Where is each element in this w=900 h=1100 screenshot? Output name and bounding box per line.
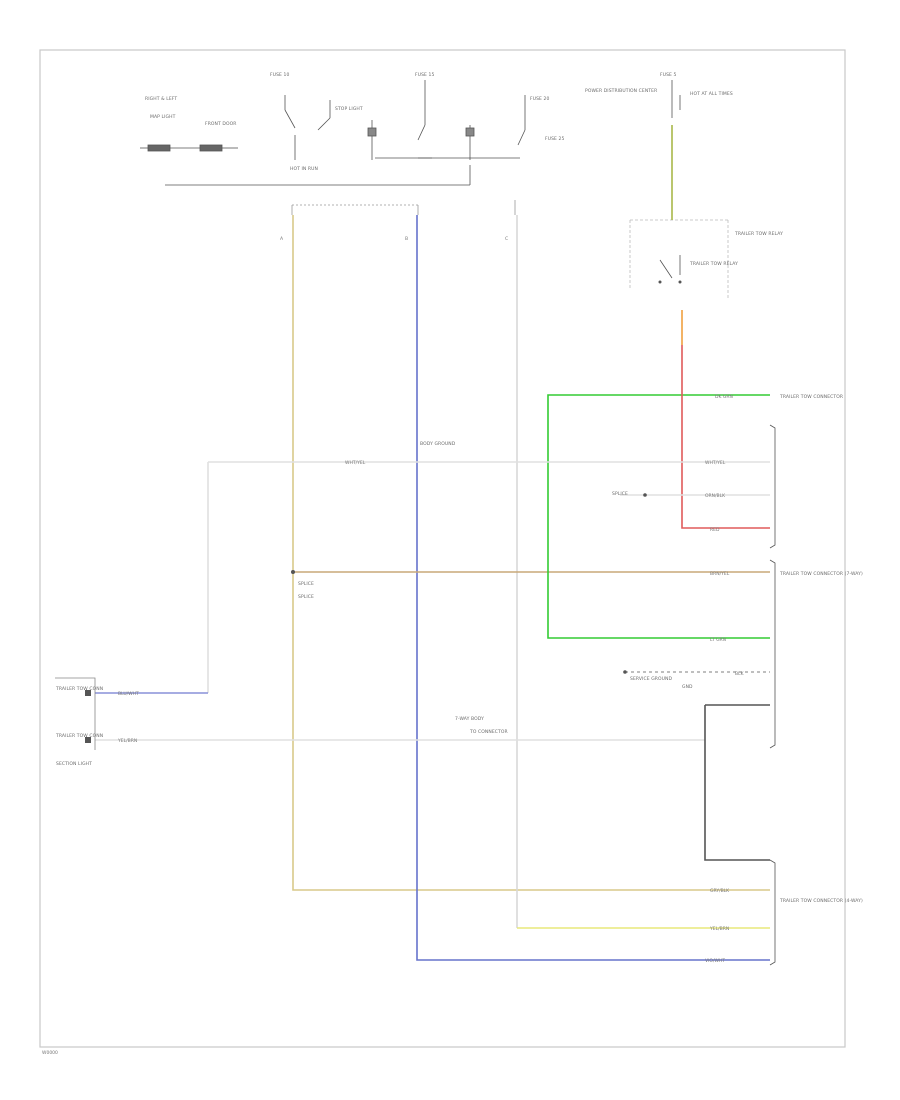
splice2-label: SPLICE: [298, 581, 314, 587]
component-labels: TRAILER TOW CONNECTOR TRAILER TOW CONNEC…: [55, 394, 863, 904]
wire-code-labels: DK GRN WHT/YEL ORN/BLK RED BRN/YEL LT GR…: [117, 394, 745, 964]
label-l7: FUSE 20: [530, 96, 549, 102]
diagram-id: W0000: [42, 1050, 58, 1056]
wire-label-11: WHT/YEL: [345, 460, 366, 466]
wires: [95, 125, 770, 961]
wire-label-9: YEL/BRN: [709, 926, 729, 932]
label-l11: POWER DISTRIBUTION CENTER: [585, 88, 657, 94]
label-l4: STOP LIGHT: [335, 106, 363, 112]
note-1: 7-WAY BODY: [455, 716, 484, 722]
label-l1: RIGHT & LEFT: [145, 96, 177, 102]
wire-label-13: YEL/BRN: [117, 738, 137, 744]
wire-label-8: GRY/BLK: [710, 888, 730, 894]
wire-label-4: RED: [710, 527, 720, 533]
wire-label-2: WHT/YEL: [705, 460, 726, 466]
connector-row: [291, 200, 516, 215]
wire-label-1: DK GRN: [715, 394, 733, 400]
trailer-tow-relay: TRAILER TOW RELAY TRAILER TOW RELAY: [629, 219, 783, 300]
left-connector: [55, 677, 96, 750]
connector-labels: A B C: [280, 236, 508, 242]
splice1-label: SPLICE: [612, 491, 628, 497]
label-l8: FUSE 25: [545, 136, 564, 142]
wire-label-5: BRN/YEL: [710, 571, 730, 577]
conn-top-label: TRAILER TOW CONNECTOR: [779, 394, 843, 400]
conn-bottom-label: TRAILER TOW CONNECTOR (4-WAY): [779, 898, 863, 904]
label-l3: FRONT DOOR: [205, 121, 236, 127]
left-conn-label: TRAILER TOW CONN: [55, 686, 103, 692]
connector-b-label: B: [405, 236, 408, 242]
note-3: TO CONNECTOR: [469, 729, 508, 735]
label-l9: HOT AT ALL TIMES: [690, 91, 733, 97]
diagram-frame: [39, 49, 846, 1048]
gnd-label: GND: [682, 684, 693, 690]
top-labels: RIGHT & LEFT MAP LIGHT FRONT DOOR FUSE 1…: [145, 72, 733, 172]
right-connector-pins: [769, 424, 776, 966]
top-components: [140, 80, 681, 186]
left-conn2-label: TRAILER TOW CONN: [55, 733, 103, 739]
label-l5: FUSE 10: [270, 72, 289, 78]
label-l6: FUSE 15: [415, 72, 434, 78]
service-ground-label: SERVICE GROUND: [630, 676, 673, 682]
wire-label-12: BLU/WHT: [118, 691, 139, 697]
wire-label-7: BLK: [735, 671, 745, 677]
body-ground-label: BODY GROUND: [420, 441, 456, 447]
relay-fuse-label: TRAILER TOW RELAY: [689, 261, 738, 267]
connector-c-label: C: [505, 236, 508, 242]
wire-label-3: ORN/BLK: [705, 493, 726, 499]
left-note-label: SECTION LIGHT: [56, 761, 92, 767]
wire-label-6: LT GRN: [710, 637, 726, 643]
relay-label: TRAILER TOW RELAY: [734, 231, 783, 237]
conn-mid-label: TRAILER TOW CONNECTOR (7-WAY): [779, 571, 863, 577]
label-l12: FUSE 5: [660, 72, 677, 78]
wire-label-10: VIO/WHT: [705, 958, 725, 964]
symbols: [85, 493, 647, 743]
label-l10: HOT IN RUN: [290, 166, 318, 172]
connector-a-label: A: [280, 236, 284, 242]
label-l2: MAP LIGHT: [150, 114, 176, 120]
note-2: SPLICE: [298, 594, 314, 600]
